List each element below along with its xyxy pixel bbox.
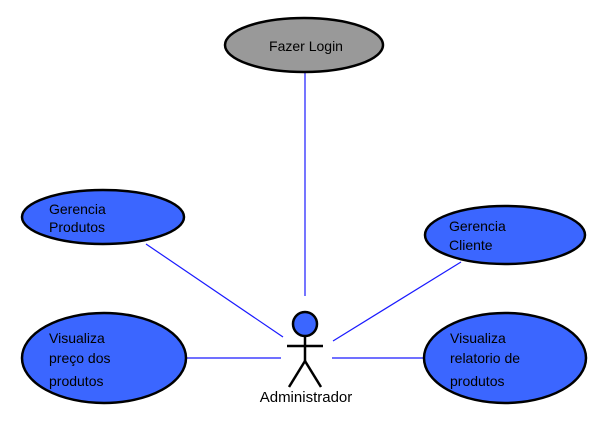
use-case-gerencia-produtos: Gerencia Produtos xyxy=(20,188,186,246)
associations xyxy=(145,72,462,359)
use-case-label: Fazer Login xyxy=(269,38,343,54)
use-case-label: produtos xyxy=(49,373,103,389)
use-case-label: Produtos xyxy=(49,219,105,235)
use-case-visualiza-relatorio: Visualiza relatorio de produtos xyxy=(422,311,588,405)
association-gerencia-produtos xyxy=(145,243,284,338)
use-case-label: Cliente xyxy=(449,237,493,253)
use-case-ellipse xyxy=(422,311,588,405)
use-case-ellipse xyxy=(20,188,186,246)
association-gerencia-cliente xyxy=(332,261,462,342)
use-case-ellipse xyxy=(20,311,188,405)
use-case-label: produtos xyxy=(450,373,504,389)
use-case-gerencia-cliente: Gerencia Cliente xyxy=(423,204,587,266)
use-case-label: Visualiza xyxy=(450,330,506,346)
use-case-ellipse xyxy=(223,16,385,74)
use-case-ellipse xyxy=(423,204,587,266)
use-case-label: Gerencia xyxy=(49,201,106,217)
actor-administrador: Administrador xyxy=(260,310,353,406)
stick-figure-icon xyxy=(287,336,323,388)
use-case-visualiza-preco: Visualiza preço dos produtos xyxy=(20,311,188,405)
use-case-fazer-login: Fazer Login xyxy=(223,16,385,74)
use-case-label: Visualiza xyxy=(49,330,105,346)
use-case-label: preço dos xyxy=(49,350,110,366)
use-case-label: relatorio de xyxy=(450,350,520,366)
actor-head-icon xyxy=(291,310,319,338)
actor-label: Administrador xyxy=(260,389,353,406)
use-case-label: Gerencia xyxy=(449,218,506,234)
